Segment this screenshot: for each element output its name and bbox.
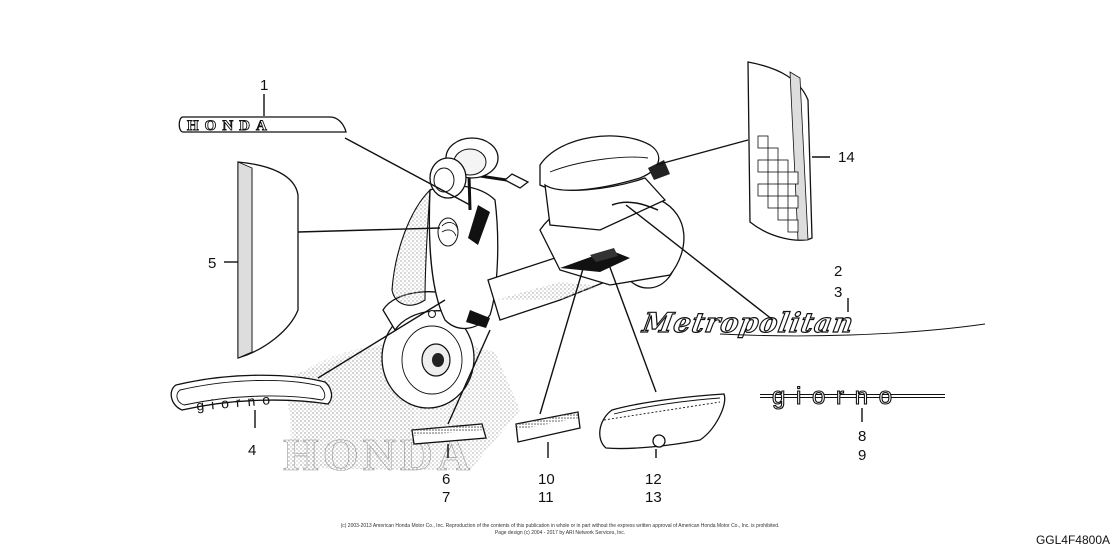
leader-lines [224, 94, 863, 458]
callout-2: 2 [834, 263, 842, 280]
metropolitan-script-text: Metropolitan [639, 307, 856, 339]
giorno-arc-text: giorno [196, 391, 278, 414]
honda-badge-text: HONDA [187, 118, 273, 134]
callout-3: 3 [834, 284, 842, 301]
callout-6: 6 [442, 471, 450, 488]
part-10-11-stripe [515, 411, 581, 443]
part-1-honda-badge: HONDA [178, 116, 347, 134]
callout-4: 4 [248, 442, 256, 459]
callout-14: 14 [838, 149, 855, 166]
scooter-illustration [381, 135, 685, 409]
giorno-stripe-text: g i o r n o [772, 383, 894, 410]
callout-11: 11 [538, 489, 554, 506]
part-6-7-stripe [411, 423, 487, 445]
callout-7: 7 [442, 489, 450, 506]
part-2-3-metropolitan-script: Metropolitan [639, 307, 986, 340]
callout-12: 12 [645, 471, 662, 488]
copyright-line-1: (c) 2003-2013 American Honda Motor Co., … [340, 523, 780, 529]
callout-13: 13 [645, 489, 662, 506]
part-14-rear-decal [747, 61, 813, 241]
callout-10: 10 [538, 471, 555, 488]
callouts: 1 2 3 4 5 6 7 8 9 10 11 12 13 14 [208, 77, 866, 506]
callout-9: 9 [858, 447, 866, 464]
callout-1: 1 [260, 77, 268, 94]
copyright-line-2: Page design (c) 2004 - 2017 by ARI Netwo… [494, 530, 626, 536]
part-4-giorno-arc: giorno [170, 374, 333, 414]
part-8-9-giorno-stripe: g i o r n o [760, 382, 945, 411]
diagram-code: GGL4F4800A [1035, 533, 1110, 547]
part-12-13-side-emblem [599, 393, 726, 450]
callout-8: 8 [858, 428, 866, 445]
callout-5: 5 [208, 255, 216, 272]
part-5-side-stripe [237, 161, 299, 359]
